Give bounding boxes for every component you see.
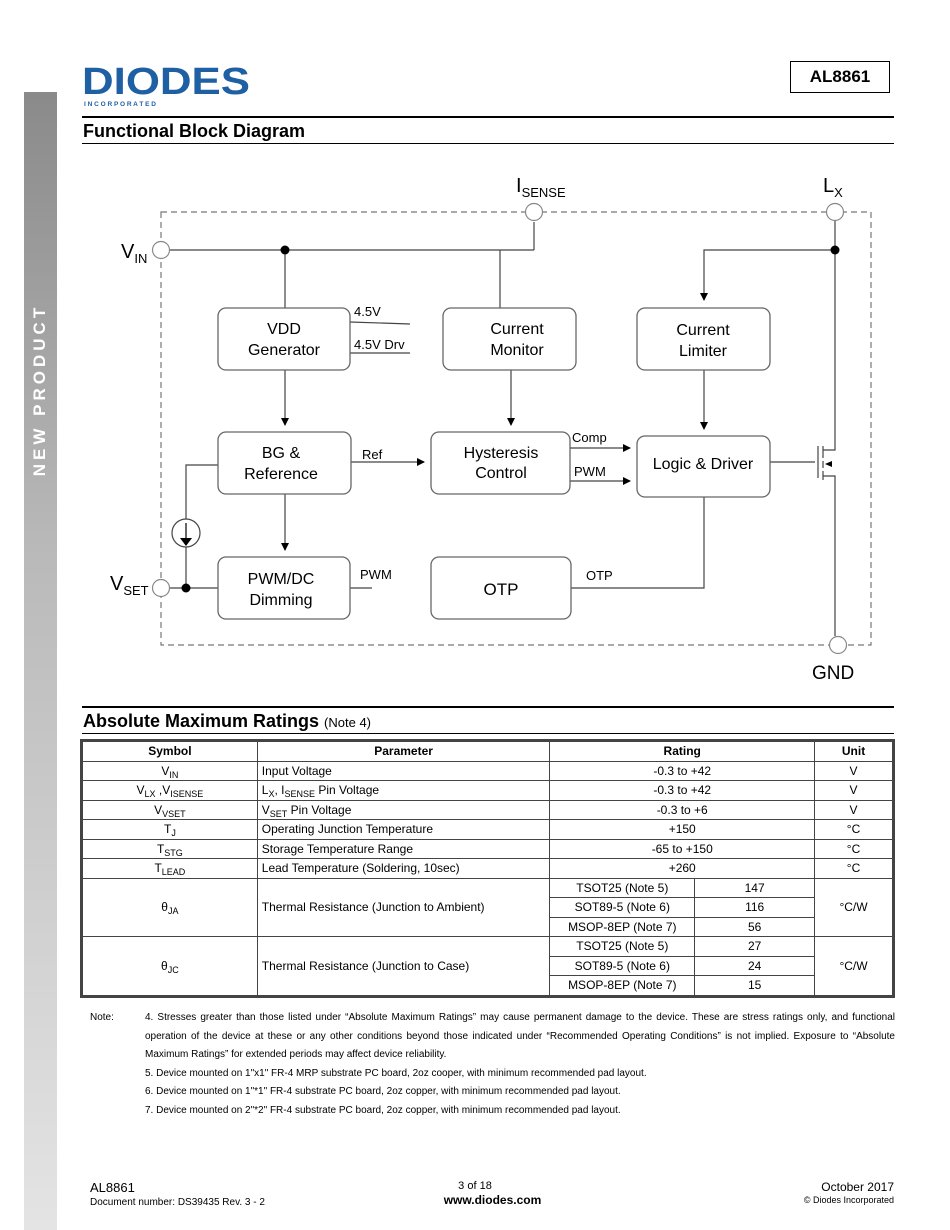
table-row: VLX ,VISENSE LX, ISENSE Pin Voltage -0.3… [82,780,893,801]
current-limiter-block [636,307,771,371]
hysteresis-control-block [430,431,571,495]
table-row: MSOP-8EP (Note 7) 56 [83,916,893,937]
block-label: Dimming [249,592,312,609]
footer-copyright: © Diodes Incorporated [803,1195,894,1205]
current-monitor-block [442,307,577,371]
pin-gnd [828,635,848,655]
pin-vset [151,578,171,598]
note-4: 4. Stresses greater than those listed un… [145,1012,895,1060]
junction-dot [181,583,191,593]
table-row: TSTG Storage Temperature Range -65 to +1… [82,838,893,859]
notes-label: Note: [90,1012,114,1023]
block-label: OTP [484,580,519,599]
block-label: Reference [244,466,318,483]
block-label: Monitor [490,342,544,359]
note-6: 6. Device mounted on 1"*1" FR-4 substrat… [145,1086,621,1097]
section-rule [82,116,894,118]
note-5: 5. Device mounted on 1"x1" FR-4 MRP subs… [145,1067,647,1079]
signal-label: PWM [574,464,606,479]
footer-url[interactable]: www.diodes.com [443,1193,542,1207]
table-row: TLEAD Lead Temperature (Soldering, 10sec… [82,858,893,879]
section-rule [82,143,894,144]
signal-label: 4.5V Drv [354,337,405,352]
pin-lx [825,202,845,222]
note-7: 7. Device mounted on 2"*2" FR-4 substrat… [145,1104,621,1116]
pwm-dimming-block [217,556,351,620]
col-parameter: Parameter [256,741,551,762]
vin-label: VIN [121,241,147,266]
footer-docnum: Document number: DS39435 Rev. 3 - 2 [90,1197,265,1208]
block-label: PWM/DC [248,571,315,588]
chip-boundary [160,211,872,646]
amr-title: Absolute Maximum Ratings (Note 4) [83,711,372,731]
table-row: θJA Thermal Resistance (Junction to Ambi… [82,877,893,937]
logo-subtext: I N C O R P O R A T E D [84,101,156,108]
signal-label: OTP [586,568,613,583]
bg-reference-block [217,431,352,495]
table-row: TJ Operating Junction Temperature +150 °… [82,819,893,840]
table-row: θJC Thermal Resistance (Junction to Case… [82,936,893,996]
signal-label: 4.5V [354,304,381,319]
table-header-row: Symbol Parameter Rating Unit [82,741,893,762]
lx-label: LX [823,175,843,200]
block-label: Current [676,322,730,339]
block-label: Logic & Driver [653,456,754,473]
block-label: Hysteresis [464,445,539,462]
table-row: VIN Input Voltage -0.3 to +42 V [82,760,893,781]
block-diagram-title: Functional Block Diagram [83,121,306,141]
footer-part: AL8861 [90,1180,135,1195]
pin-isense [524,202,544,222]
new-product-sidebar [24,92,57,1230]
table-row: VVSET VSET Pin Voltage -0.3 to +6 V [82,799,893,820]
notes-section: Note: 4. Stresses greater than those lis… [90,1009,895,1120]
table-row: MSOP-8EP (Note 7) 15 [83,975,893,996]
block-label: Limiter [679,343,728,360]
gnd-label: GND [812,663,854,684]
junction-dot [280,245,290,255]
section-rule [82,706,894,708]
vdd-generator-block [217,307,351,371]
diodes-logo: DIODES I N C O R P O R A T E D [82,62,250,108]
signal-label: Comp [572,430,607,445]
block-label: Control [475,465,527,482]
signal-label: PWM [360,567,392,582]
junction-dot [830,245,840,255]
block-label: Generator [248,342,321,359]
col-rating: Rating [549,741,816,762]
isense-label: ISENSE [516,175,566,200]
vset-label: VSET [110,573,149,598]
mosfet-icon [825,461,832,467]
otp-block [430,556,572,620]
footer-date: October 2017 [821,1180,894,1194]
signal-label: Ref [362,447,383,462]
logo-text: DIODES [82,62,250,103]
pin-vin [151,240,171,260]
footer-page: 3 of 18 [458,1180,492,1192]
logic-driver-block [636,435,771,498]
functional-block-diagram: VIN ISENSE LX VSET GND VDD Generator Cur… [110,175,872,684]
col-symbol: Symbol [82,741,258,762]
block-label: BG & [262,445,301,462]
document-id-box: AL8861 [790,61,890,93]
absolute-maximum-ratings-table: Symbol Parameter Rating Unit VIN Input V… [80,739,895,998]
block-label: VDD [267,321,301,338]
section-rule [82,733,894,734]
block-label: Current [490,321,544,338]
col-unit: Unit [814,741,893,762]
